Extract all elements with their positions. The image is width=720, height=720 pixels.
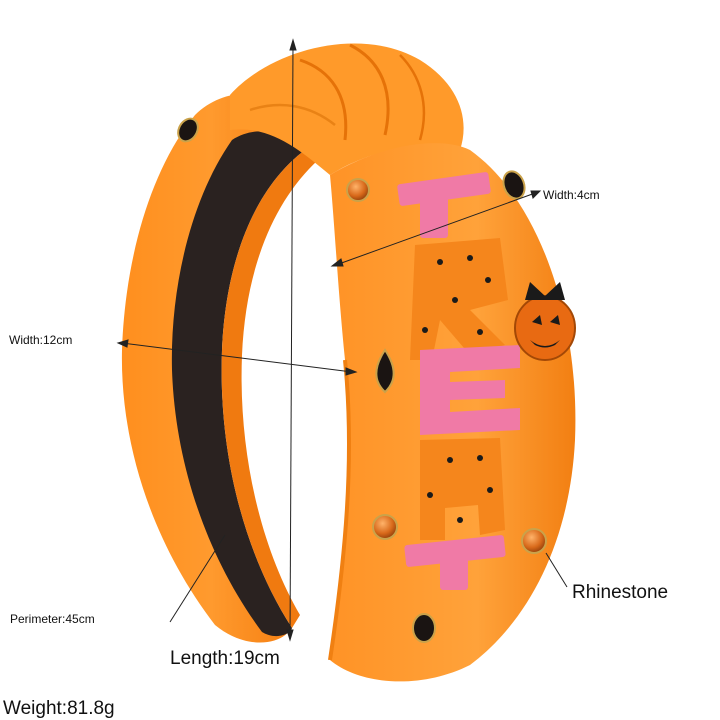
beaded-letter-t2 — [404, 535, 506, 590]
beaded-letter-e — [420, 345, 520, 435]
pumpkin-charm — [514, 282, 576, 361]
rhinestone-label: Rhinestone — [572, 582, 669, 603]
length-label: Length:19cm — [170, 648, 280, 669]
beaded-letter-a — [420, 438, 505, 540]
headband-knot — [230, 43, 464, 175]
dimension-lines — [116, 38, 568, 642]
headband-lining — [171, 131, 305, 637]
beaded-letter-t1 — [397, 172, 491, 238]
width-4cm-label: Width:4cm — [543, 188, 600, 202]
rhinestone-gems — [177, 117, 547, 643]
headband-back-arm — [121, 93, 300, 643]
beaded-letter-r — [410, 238, 508, 360]
perimeter-label: Perimeter:45cm — [10, 612, 95, 626]
weight-label: Weight:81.8g — [3, 698, 115, 719]
width-12cm-label: Width:12cm — [9, 333, 73, 347]
